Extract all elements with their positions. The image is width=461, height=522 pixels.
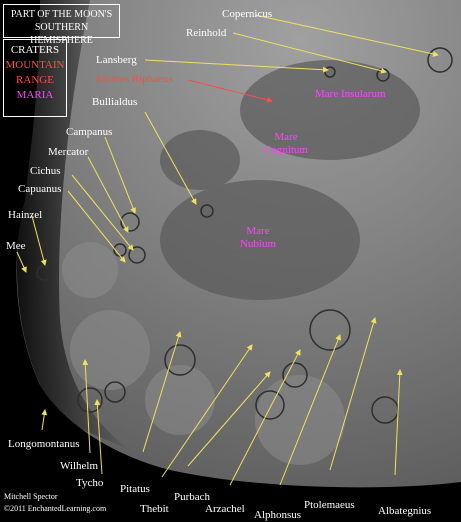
label-purbach: Purbach — [174, 491, 211, 503]
label-wilhelm: Wilhelm — [60, 460, 99, 472]
label-longomontanus: Longomontanus — [8, 438, 80, 450]
terminator-shadow — [16, 0, 130, 450]
arrow-campanus — [104, 136, 136, 214]
label-alphonsus: Alphonsus — [254, 509, 302, 521]
label-mare-cognitum: Mare Cognitum — [254, 131, 318, 157]
arrow-bullialdus — [144, 111, 197, 205]
arrow-arzachel — [229, 349, 301, 486]
arrow-mee — [16, 251, 27, 273]
label-cichus: Cichus — [30, 165, 61, 177]
label-montes-riphaeus: Montes Riphaeus — [96, 73, 173, 85]
arrow-ptolemaeus — [329, 317, 377, 471]
label-mare-insularum: Mare Insularum — [315, 88, 386, 100]
label-capuanus: Capuanus — [18, 183, 62, 195]
arrow-montes-riphaeus — [187, 79, 273, 103]
legend-maria: MARIA — [16, 89, 54, 101]
arrow-mercator — [87, 156, 129, 233]
label-lansberg: Lansberg — [96, 54, 137, 66]
label-arzachel: Arzachel — [205, 503, 245, 515]
label-thebit: Thebit — [140, 503, 169, 515]
label-mee: Mee — [6, 240, 26, 252]
title-box: PART OF THE MOON'S SOUTHERN HEMISPHERE — [3, 4, 120, 46]
label-tycho: Tycho — [76, 477, 104, 489]
label-reinhold: Reinhold — [186, 27, 227, 39]
title-line-1: PART OF THE MOON'S — [10, 9, 113, 20]
label-mare-nubium: Mare Nubium — [228, 225, 288, 251]
legend-mountain-range: MOUNTAIN RANGE — [4, 59, 66, 87]
legend-mountain-line-1: MOUNTAIN — [5, 59, 65, 71]
label-copernicus: Copernicus — [222, 8, 273, 20]
label-mercator: Mercator — [48, 146, 89, 158]
legend-craters: CRATERS — [10, 44, 60, 56]
crater-rings — [36, 47, 453, 424]
arrow-copernicus — [254, 14, 439, 57]
label-bullialdus: Bullialdus — [92, 96, 138, 108]
arrow-cichus — [71, 174, 134, 251]
arrow-hainzel — [31, 215, 47, 266]
label-ptolemaeus: Ptolemaeus — [304, 499, 355, 511]
label-hainzel: Hainzel — [8, 209, 43, 221]
mare-cognitum-line-1: Mare — [274, 131, 298, 143]
arrow-thebit — [161, 344, 253, 478]
mare-nubium-line-2: Nubium — [239, 238, 277, 250]
label-albategnius: Albategnius — [378, 505, 432, 517]
legend-mountain-line-2: RANGE — [16, 74, 54, 86]
label-campanus: Campanus — [66, 126, 113, 138]
legend-box: CRATERS MOUNTAIN RANGE MARIA — [3, 39, 67, 117]
credit-copyright: ©2011 EnchantedLearning.com — [4, 504, 107, 513]
arrow-alphonsus — [279, 334, 341, 486]
arrow-purbach — [187, 371, 271, 467]
maria-dark-areas — [160, 60, 420, 300]
highland-texture — [62, 242, 345, 465]
credit-author: Mitchell Spector — [4, 492, 58, 501]
arrow-pitatus — [142, 331, 182, 453]
arrow-lansberg — [144, 59, 329, 73]
arrow-albategnius — [394, 369, 403, 476]
arrow-wilhelm — [82, 359, 91, 454]
mare-nubium-line-1: Mare — [246, 225, 270, 237]
arrow-capuanus — [67, 190, 126, 263]
mare-cognitum-line-2: Cognitum — [263, 144, 308, 156]
label-pitatus: Pitatus — [120, 483, 150, 495]
arrow-longomontanus — [41, 409, 48, 431]
arrow-reinhold — [232, 32, 387, 74]
title-line-2: SOUTHERN HEMISPHERE — [30, 22, 93, 46]
arrow-tycho — [94, 399, 103, 475]
